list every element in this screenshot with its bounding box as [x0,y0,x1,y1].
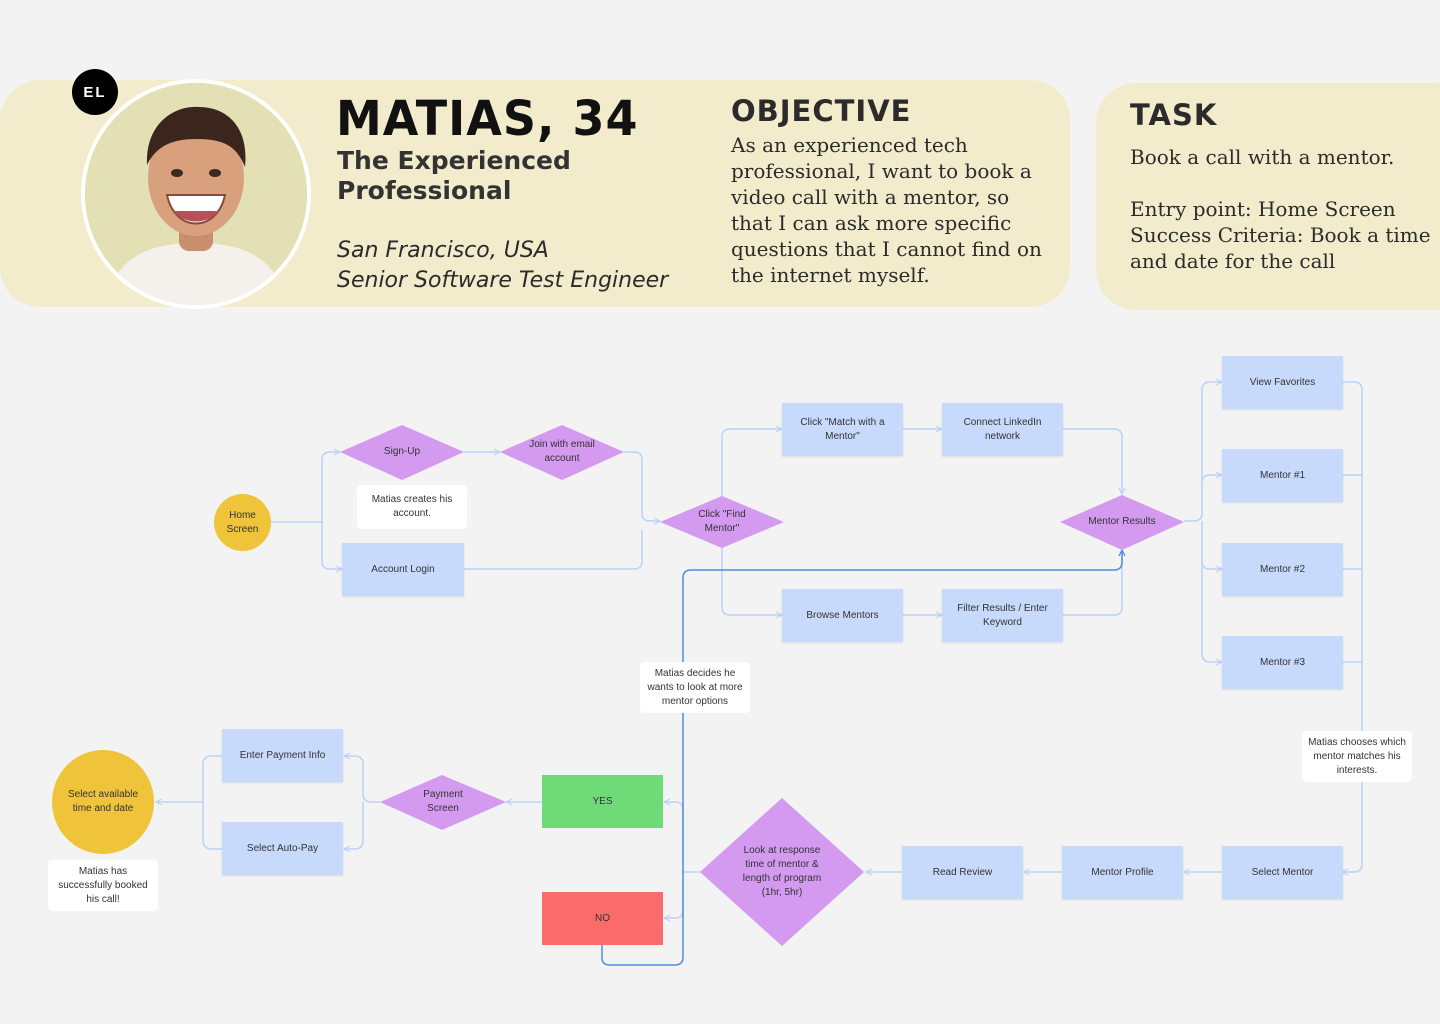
select-mentor-node[interactable]: Select Mentor [1222,846,1343,899]
task-banner [1096,83,1440,310]
read-review-node[interactable]: Read Review [902,846,1023,899]
auto-pay-node[interactable]: Select Auto-Pay [222,822,343,875]
avatar-photo [85,83,307,305]
task-criteria: Entry point: Home Screen Success Criteri… [1130,197,1431,273]
view-favorites-node[interactable]: View Favorites [1222,356,1343,409]
persona-subtitle: The Experienced Professional [337,146,571,205]
mentor-results-label: Mentor Results [1088,516,1156,527]
no-node[interactable]: NO [542,892,663,945]
find-mentor-decision[interactable] [660,496,784,548]
objective-text: As an experienced tech professional, I w… [731,133,1042,287]
mentor-profile-node[interactable]: Mentor Profile [1062,846,1183,899]
objective-title: OBJECTIVE [731,94,912,128]
avatar [81,79,311,309]
signup-decision[interactable] [340,425,464,480]
persona-location: San Francisco, USA [337,238,549,263]
browse-mentors-node[interactable]: Browse Mentors [782,589,903,642]
yes-node[interactable]: YES [542,775,663,828]
person-portrait-icon [85,83,307,305]
enter-payment-node[interactable]: Enter Payment Info [222,729,343,782]
mentor-1-node[interactable]: Mentor #1 [1222,449,1343,502]
mentor-results-decision[interactable] [1060,495,1184,550]
mentor-2-node[interactable]: Mentor #2 [1222,543,1343,596]
flow-connectors [156,382,1363,918]
task-title: TASK [1130,98,1218,132]
persona-role: Senior Software Test Engineer [337,268,669,293]
mentor-3-node[interactable]: Mentor #3 [1222,636,1343,689]
look-more-loop-connector [601,550,1122,966]
persona-name: MATIAS, 34 [336,90,639,147]
join-email-decision[interactable] [500,425,624,480]
task-goal: Book a call with a mentor. [1130,145,1395,169]
signup-label: Sign-Up [383,446,421,457]
look-at-response-decision[interactable] [700,798,864,946]
initials-badge: EL [72,69,118,115]
account-login-node[interactable]: Account Login [342,543,464,596]
payment-screen-decision[interactable] [380,775,506,830]
